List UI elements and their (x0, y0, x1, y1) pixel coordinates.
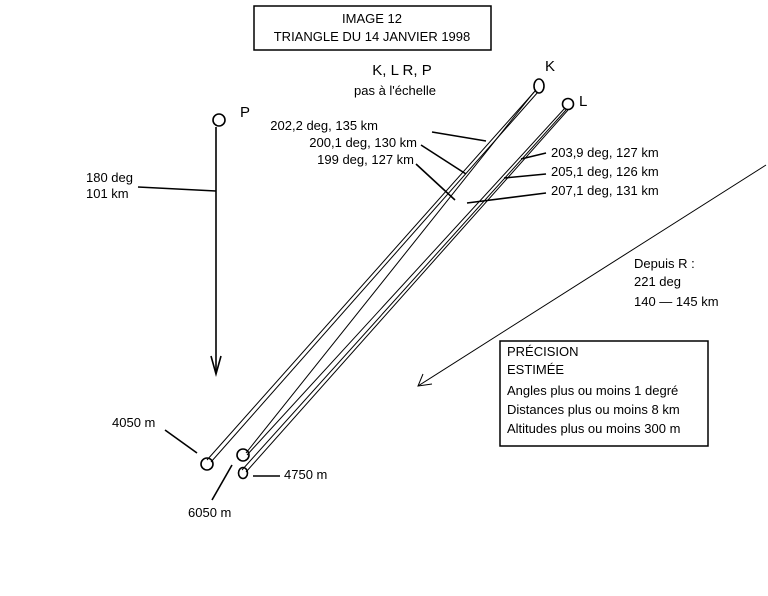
p-arrowhead-icon (210, 355, 222, 377)
precision-line: Angles plus ou moins 1 degré (507, 383, 678, 398)
k-track-leader (415, 163, 456, 201)
end-marker-4750 (237, 466, 249, 480)
k-track-line (206, 89, 537, 461)
r-track-angle: 221 deg (634, 274, 681, 289)
l-track-label: 207,1 deg, 131 km (551, 183, 659, 198)
precision-box: PRÉCISION ESTIMÉE Angles plus ou moins 1… (499, 340, 709, 447)
title-box: IMAGE 12 TRIANGLE DU 14 JANVIER 1998 (253, 5, 492, 51)
point-l-marker (561, 97, 575, 111)
k-track-line (210, 91, 539, 463)
point-k-marker (533, 78, 545, 94)
l-track-line (245, 109, 569, 473)
r-track-label: Depuis R : (634, 256, 695, 271)
altitude-label-4750: 4750 m (284, 467, 327, 482)
l-track-label: 205,1 deg, 126 km (551, 164, 659, 179)
l-track-leader (466, 192, 547, 204)
end-marker-4050 (200, 457, 214, 471)
title-line2: TRIANGLE DU 14 JANVIER 1998 (274, 29, 471, 44)
p-track-leader (137, 186, 217, 192)
altitude-leader (164, 429, 198, 454)
precision-title2: ESTIMÉE (507, 362, 564, 377)
altitude-leader (211, 464, 233, 501)
altitude-label-4050: 4050 m (112, 415, 155, 430)
k-track-label: 199 deg, 127 km (317, 152, 414, 167)
l-track-line (246, 107, 566, 456)
l-track-line (241, 109, 567, 471)
subtitle-points: K, L R, P (372, 62, 431, 79)
r-track-distance: 140 — 145 km (634, 294, 719, 309)
p-track-distance: 101 km (86, 186, 129, 201)
point-l-label: L (579, 93, 587, 110)
l-track-leader (520, 152, 547, 160)
l-track-leader (503, 173, 547, 179)
k-track-leader (431, 131, 487, 142)
title-line1: IMAGE 12 (342, 11, 402, 26)
k-track-label: 202,2 deg, 135 km (270, 118, 378, 133)
k-track-label: 200,1 deg, 130 km (309, 135, 417, 150)
subtitle-note: pas à l'échelle (354, 83, 436, 98)
point-k-label: K (545, 58, 555, 75)
precision-title1: PRÉCISION (507, 344, 579, 359)
point-p-marker (212, 113, 226, 127)
precision-line: Altitudes plus ou moins 300 m (507, 421, 680, 436)
end-marker-6050 (236, 448, 250, 462)
point-p-label: P (240, 104, 250, 121)
l-track-label: 203,9 deg, 127 km (551, 145, 659, 160)
r-track-line (417, 164, 767, 387)
p-track-angle: 180 deg (86, 170, 133, 185)
r-arrowhead-icon (417, 373, 433, 387)
k-track-leader (420, 144, 467, 175)
k-track-line (245, 91, 535, 454)
altitude-label-6050: 6050 m (188, 505, 231, 520)
precision-line: Distances plus ou moins 8 km (507, 402, 680, 417)
